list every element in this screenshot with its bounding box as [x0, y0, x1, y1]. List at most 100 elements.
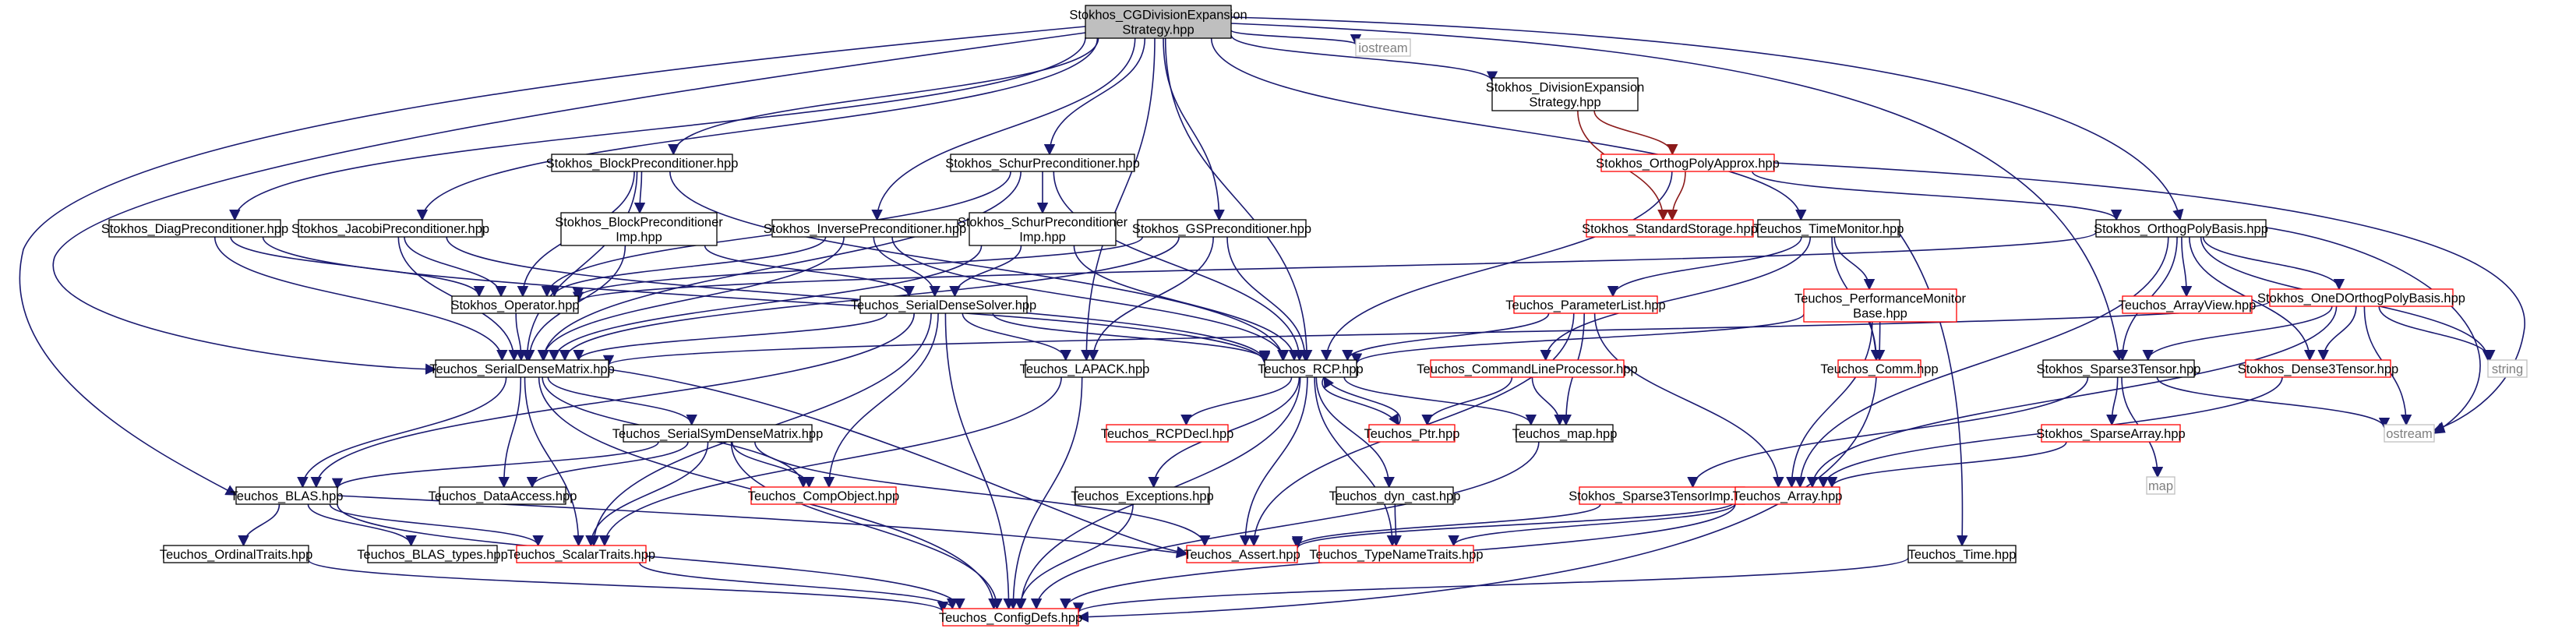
node-label: Stokhos_Sparse3Tensor.hpp — [2037, 362, 2201, 376]
node-label: Stokhos_BlockPreconditioner.hpp — [546, 157, 739, 171]
node-box — [1264, 359, 1357, 378]
edge-ssmatrix-to-compobject — [731, 441, 815, 489]
node-string: string — [2487, 359, 2528, 378]
node-ptr[interactable]: Teuchos_Ptr.hpp — [1364, 424, 1460, 443]
node-sparse3imp[interactable]: Stokhos_Sparse3TensorImp.hpp — [1569, 486, 1756, 505]
node-box — [1803, 288, 1957, 323]
edge-onedortho-to-string — [2378, 305, 2496, 362]
node-label: Teuchos_map.hpp — [1512, 427, 1618, 441]
node-label: Stokhos_SchurPreconditioner.hpp — [945, 157, 1140, 171]
edge-invprec-to-sdmatrix — [537, 236, 845, 362]
edge-root-to-jacobiprec — [416, 37, 1099, 221]
edge-timemonitor-to-perfmon — [1833, 236, 1876, 291]
node-time[interactable]: Teuchos_Time.hpp — [1907, 545, 2017, 563]
edge-root-to-rcp — [1164, 37, 1313, 362]
node-label: Teuchos_SerialSymDenseMatrix.hpp — [612, 427, 824, 441]
node-sparse3[interactable]: Stokhos_Sparse3Tensor.hpp — [2037, 359, 2201, 378]
node-gsprec[interactable]: Stokhos_GSPreconditioner.hpp — [1132, 219, 1311, 238]
node-rcp[interactable]: Teuchos_RCP.hpp — [1258, 359, 1364, 378]
edge-ordinaltraits-to-configdefs — [308, 559, 948, 613]
node-assert[interactable]: Teuchos_Assert.hpp — [1184, 545, 1300, 563]
edge-sdsolver-to-lapack — [962, 312, 1071, 362]
edge-root-to-gsprec — [1163, 37, 1225, 221]
node-box — [1430, 359, 1625, 378]
edge-timemonitor-to-time — [1899, 233, 1968, 547]
node-box — [451, 295, 579, 314]
node-label: Stokhos_GSPreconditioner.hpp — [1132, 222, 1311, 236]
node-cmdline[interactable]: Teuchos_CommandLineProcessor.hpp — [1417, 359, 1638, 378]
node-compobject[interactable]: Teuchos_CompObject.hpp — [748, 486, 899, 505]
edge-gsprec-to-operator — [573, 236, 1143, 299]
node-label: Teuchos_Array.hpp — [1733, 489, 1843, 503]
node-exceptions[interactable]: Teuchos_Exceptions.hpp — [1071, 486, 1214, 505]
node-box — [623, 424, 813, 443]
edge-rcp-to-typenametraits — [1314, 376, 1399, 547]
edge-blockprec-to-sdmatrix — [521, 171, 638, 362]
node-operator[interactable]: Stokhos_Operator.hpp — [450, 295, 580, 314]
edge-ssmatrix-to-assert — [754, 441, 1211, 547]
node-paramlist[interactable]: Teuchos_ParameterList.hpp — [1505, 295, 1666, 314]
edge-sdmatrix-to-blas — [297, 376, 507, 489]
node-label: Teuchos_OrdinalTraits.hpp — [160, 548, 313, 562]
node-typenametraits[interactable]: Teuchos_TypeNameTraits.hpp — [1309, 545, 1484, 563]
node-diagprec[interactable]: Stokhos_DiagPreconditioner.hpp — [101, 219, 288, 238]
edge-onedortho-to-array — [1806, 305, 2338, 489]
node-onedortho[interactable]: Stokhos_OneDOrthogPolyBasis.hpp — [2257, 288, 2465, 307]
node-ssmatrix[interactable]: Teuchos_SerialSymDenseMatrix.hpp — [612, 424, 824, 443]
node-arrayview[interactable]: Teuchos_ArrayView.hpp — [2119, 295, 2257, 314]
node-configdefs[interactable]: Teuchos_ConfigDefs.hpp — [939, 608, 1082, 627]
node-invprec[interactable]: Stokhos_InversePreconditioner.hpp — [764, 219, 967, 238]
node-jacobiprec[interactable]: Stokhos_JacobiPreconditioner.hpp — [291, 219, 489, 238]
edge-ssmatrix-to-dataaccess — [526, 441, 689, 489]
edge-gsprec-to-lapack — [1087, 236, 1214, 362]
node-map[interactable]: Teuchos_map.hpp — [1512, 424, 1618, 443]
node-box — [1757, 219, 1900, 238]
node-sdmatrix[interactable]: Teuchos_SerialDenseMatrix.hpp — [429, 359, 615, 378]
node-scalartraits[interactable]: Teuchos_ScalarTraits.hpp — [507, 545, 655, 563]
node-label: Stokhos_OneDOrthogPolyBasis.hpp — [2257, 291, 2465, 305]
node-array[interactable]: Teuchos_Array.hpp — [1733, 486, 1843, 505]
node-label: Teuchos_Exceptions.hpp — [1071, 489, 1213, 503]
node-sparsearray[interactable]: Stokhos_SparseArray.hpp — [2036, 424, 2186, 443]
node-timemonitor[interactable]: Teuchos_TimeMonitor.hpp — [1754, 219, 1904, 238]
node-stdstorage[interactable]: Stokhos_StandardStorage.hpp — [1582, 219, 1758, 238]
node-orthopolybasis[interactable]: Stokhos_OrthogPolyBasis.hpp — [2094, 219, 2268, 238]
node-schurprec[interactable]: Stokhos_SchurPreconditioner.hpp — [945, 154, 1140, 172]
node-ordinaltraits[interactable]: Teuchos_OrdinalTraits.hpp — [160, 545, 313, 563]
node-dense3[interactable]: Stokhos_Dense3Tensor.hpp — [2238, 359, 2398, 378]
node-orthopolyapprox[interactable]: Stokhos_OrthogPolyApprox.hpp — [1596, 154, 1780, 172]
node-label: Stokhos_InversePreconditioner.hpp — [764, 222, 967, 236]
node-blas[interactable]: Teuchos_BLAS.hpp — [231, 486, 344, 505]
node-box — [771, 219, 958, 238]
node-box — [2245, 359, 2391, 378]
node-comm[interactable]: Teuchos_Comm.hpp — [1820, 359, 1939, 378]
edge-root-to-blockprec — [668, 37, 1099, 156]
node-dataaccess[interactable]: Teuchos_DataAccess.hpp — [429, 486, 577, 505]
node-dyncast[interactable]: Teuchos_dyn_cast.hpp — [1329, 486, 1461, 505]
node-box — [1186, 545, 1298, 563]
edge-root-to-blas — [19, 26, 1086, 496]
edge-blas-to-blastypes — [307, 503, 417, 547]
edge-orthopolyapprox-to-stdstorage — [1666, 171, 1686, 221]
node-label: Stokhos_StandardStorage.hpp — [1582, 222, 1758, 236]
node-box — [2384, 424, 2435, 443]
node-label: Teuchos_ParameterList.hpp — [1505, 298, 1665, 312]
node-rcpdecl[interactable]: Teuchos_RCPDecl.hpp — [1101, 424, 1234, 443]
edge-paramlist-to-rcp — [1342, 312, 1550, 362]
edge-sdsolver-to-rcp — [992, 312, 1271, 362]
edge-schurprecimp-to-sdmatrix — [548, 245, 983, 362]
node-blastypes[interactable]: Teuchos_BLAS_types.hpp — [357, 545, 508, 563]
edge-root-to-sparse3 — [1230, 23, 2124, 362]
node-label: Teuchos_PerformanceMonitor — [1794, 292, 1967, 306]
node-lapack[interactable]: Teuchos_LAPACK.hpp — [1020, 359, 1150, 378]
node-blockprec[interactable]: Stokhos_BlockPreconditioner.hpp — [546, 154, 739, 172]
edge-sparse3-to-sparse3imp — [1687, 376, 2089, 489]
edge-blas-to-configdefs — [337, 503, 965, 610]
node-sdsolver[interactable]: Teuchos_SerialDenseSolver.hpp — [851, 295, 1037, 314]
node-box — [750, 486, 897, 505]
